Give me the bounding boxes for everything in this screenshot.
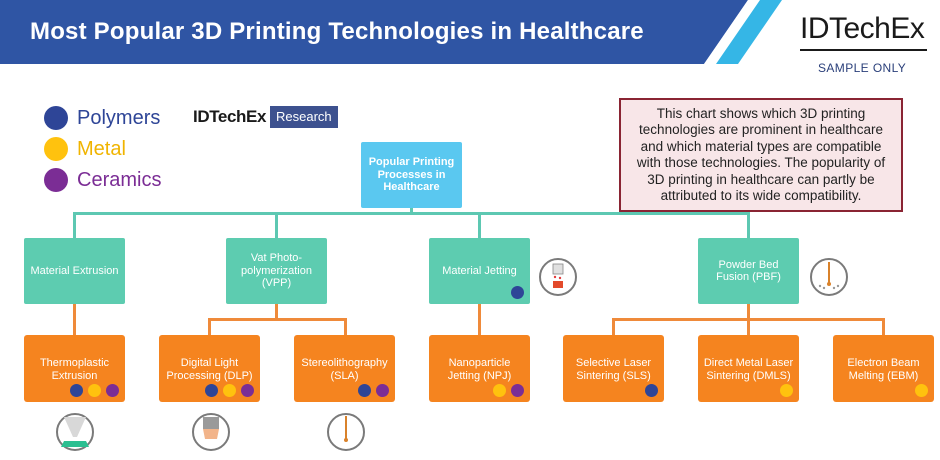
idtechex-logo: IDTechEx [800,12,925,45]
legend-item-metal: Metal [44,136,126,162]
callout-text: This chart shows which 3D printing techn… [636,105,886,204]
powder-bed-fusion-icon [810,258,848,296]
legend-dot-metal [44,137,68,161]
process-digital-light-processing: Digital Light Processing (DLP) [159,335,260,402]
process-nanoparticle-jetting: Nanoparticle Jetting (NPJ) [429,335,530,402]
category-label: Vat Photo-polymerization (VPP) [241,252,312,290]
legend-label-polymers: Polymers [77,106,161,129]
material-dot-polymers [645,384,658,397]
brand-tag: Research [270,106,338,128]
process-label: Nanoparticle Jetting (NPJ) [447,357,512,382]
connector-pbf-down [747,304,750,320]
material-dot-ceramics [106,384,119,397]
connector-to-ebm [882,318,885,336]
connector-to-material-jetting [478,212,481,239]
description-callout: This chart shows which 3D printing techn… [619,98,903,212]
process-label: Digital Light Processing (DLP) [166,357,253,382]
banner-background [0,0,782,64]
connector-to-sls [612,318,615,336]
connector-to-dmls [747,318,750,336]
connector-to-material-extrusion [73,212,76,239]
process-label: Direct Metal Laser Sintering (DMLS) [703,357,794,382]
material-jetting-icon [539,258,577,296]
brand-name: IDTechEx [193,107,267,126]
material-dot-polymers [205,384,218,397]
material-dot-ceramics [511,384,524,397]
material-indicators [910,384,928,397]
process-thermoplastic-extrusion: Thermoplastic Extrusion [24,335,125,402]
connector-vpp-horizontal [208,318,347,321]
category-vat-photopolymerization: Vat Photo-polymerization (VPP) [226,238,327,304]
material-indicators [640,384,658,397]
connector-jetting-down [478,304,481,336]
material-indicators [506,286,524,299]
connector-to-vpp [275,212,278,239]
material-indicators [353,384,389,397]
connector-vpp-down [275,304,278,320]
category-label: Material Extrusion [30,264,119,277]
category-label: Powder Bed Fusion (PBF) [716,258,781,284]
header-banner: Most Popular 3D Printing Technologies in… [0,0,940,64]
connector-teal-horizontal [73,212,749,215]
material-dot-polymers [511,286,524,299]
material-dot-polymers [70,384,83,397]
page-title: Most Popular 3D Printing Technologies in… [30,18,644,45]
material-dot-metal [223,384,236,397]
category-label: Material Jetting [442,264,517,277]
process-label: Thermoplastic Extrusion [39,357,110,382]
legend-dot-ceramics [44,168,68,192]
category-powder-bed-fusion: Powder Bed Fusion (PBF) [698,238,799,304]
stereolithography-icon [327,413,365,451]
material-dot-polymers [358,384,371,397]
material-dot-metal [493,384,506,397]
material-indicators [200,384,254,397]
process-stereolithography: Stereolithography (SLA) [294,335,395,402]
legend-item-ceramics: Ceramics [44,167,161,193]
connector-to-pbf [747,212,750,239]
process-electron-beam-melting: Electron Beam Melting (EBM) [833,335,934,402]
process-label: Electron Beam Melting (EBM) [847,357,920,382]
digital-light-processing-icon [192,413,230,451]
category-material-jetting: Material Jetting [429,238,530,304]
logo-underline [800,49,927,51]
connector-to-sla [344,318,347,336]
material-indicators [775,384,793,397]
process-label: Selective Laser Sintering (SLS) [575,357,652,382]
category-material-extrusion: Material Extrusion [24,238,125,304]
material-indicators [65,384,119,397]
material-dot-metal [88,384,101,397]
legend-label-metal: Metal [77,137,126,160]
process-selective-laser-sintering: Selective Laser Sintering (SLS) [563,335,664,402]
connector-to-dlp [208,318,211,336]
process-direct-metal-laser-sintering: Direct Metal Laser Sintering (DMLS) [698,335,799,402]
material-dot-metal [780,384,793,397]
thermoplastic-extrusion-icon [56,413,94,451]
material-indicators [488,384,524,397]
root-node: Popular Printing Processes in Healthcare [361,142,462,208]
root-label: Popular Printing Processes in Healthcare [368,156,455,194]
material-dot-ceramics [241,384,254,397]
material-dot-ceramics [376,384,389,397]
idtechex-research-brand: IDTechEx Research [193,106,338,128]
sample-only-note: SAMPLE ONLY [818,61,907,75]
legend-label-ceramics: Ceramics [77,168,162,191]
process-label: Stereolithography (SLA) [301,357,388,382]
legend-dot-polymers [44,106,68,130]
material-dot-metal [915,384,928,397]
legend-item-polymers: Polymers [44,105,160,131]
connector-extrusion-down [73,304,76,336]
